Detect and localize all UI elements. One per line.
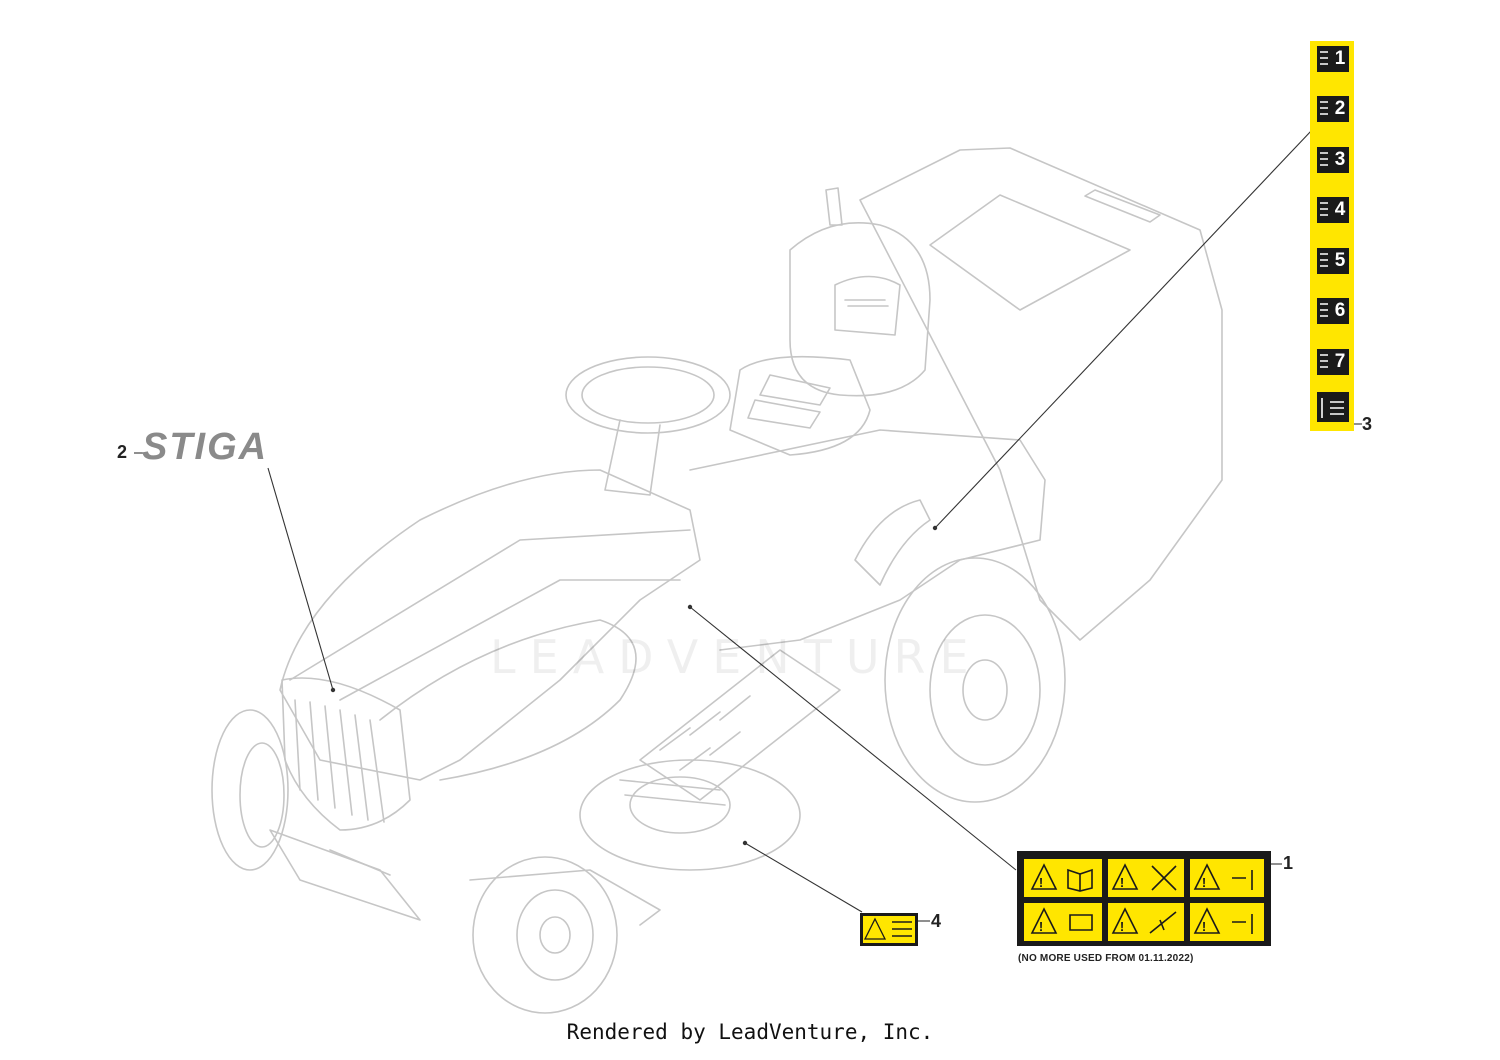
height-adjust-icon (1321, 398, 1344, 418)
grass-collector (859, 147, 1223, 641)
seat-back (789, 222, 931, 397)
svg-text:!: ! (1120, 875, 1124, 890)
leader-1 (689, 606, 1017, 871)
svg-text:!: ! (1039, 875, 1043, 890)
front-bumper (269, 829, 421, 921)
stiga-brand-decal: STIGA (142, 426, 269, 468)
decal-strip-number-5: 5 (1334, 250, 1346, 271)
height-decal-strip-label-3 (1310, 41, 1354, 431)
warning-triangle-icon (1111, 863, 1139, 890)
warning-triangle-icon (863, 917, 887, 940)
callout-4: 4 (931, 911, 942, 931)
front-wheel-right (472, 856, 618, 1014)
warning-triangle-icon (1030, 863, 1058, 890)
leader-2 (267, 467, 334, 691)
leader-4 (744, 842, 863, 913)
warning-triangle-icon (1111, 907, 1139, 934)
decal-strip-number-6: 6 (1334, 300, 1346, 321)
watermark: LEADVENTURE (490, 630, 983, 684)
leader-3 (934, 129, 1313, 529)
manual-book-icon (1067, 868, 1093, 892)
steering-wheel (565, 356, 731, 434)
decal-strip-number-4: 4 (1334, 199, 1346, 220)
hood (279, 469, 701, 781)
warning-triangle-icon (1030, 907, 1058, 934)
decal-strip-number-2: 2 (1334, 98, 1346, 119)
callout-2: 2 (117, 442, 128, 462)
svg-text:!: ! (1039, 919, 1043, 934)
decal-strip-number-3: 3 (1334, 149, 1346, 170)
deck-decal-label-4 (860, 913, 918, 946)
svg-text:!: ! (1202, 919, 1206, 934)
warning-triangle-icon (1193, 907, 1221, 934)
footer-credit: Rendered by LeadVenture, Inc. (566, 1020, 934, 1044)
front-wheel-left (211, 709, 289, 871)
cutting-deck (579, 759, 801, 871)
callout-1: 1 (1283, 853, 1294, 873)
no-passenger-icon (1151, 865, 1177, 891)
grille (281, 677, 411, 831)
decal-strip-number-7: 7 (1334, 351, 1346, 372)
seat-cushion (729, 355, 871, 456)
slope-tip-icon (1149, 911, 1177, 934)
callout-3: 3 (1362, 414, 1373, 434)
svg-text:!: ! (1202, 875, 1206, 890)
blade-hazard-icon (892, 921, 912, 937)
decal-strip-number-1: 1 (1334, 48, 1346, 69)
distance-person-icon (1232, 870, 1253, 890)
remove-key-icon (1069, 914, 1093, 931)
warning-triangle-icon (1193, 863, 1221, 890)
warning-decal-label-1: ! ! ! ! ! ! (1017, 851, 1271, 946)
distance-person-icon (1232, 914, 1253, 934)
svg-text:!: ! (1120, 919, 1124, 934)
rear-wheel (884, 557, 1066, 803)
label-1-note: (NO MORE USED FROM 01.11.2022) (1018, 953, 1194, 964)
